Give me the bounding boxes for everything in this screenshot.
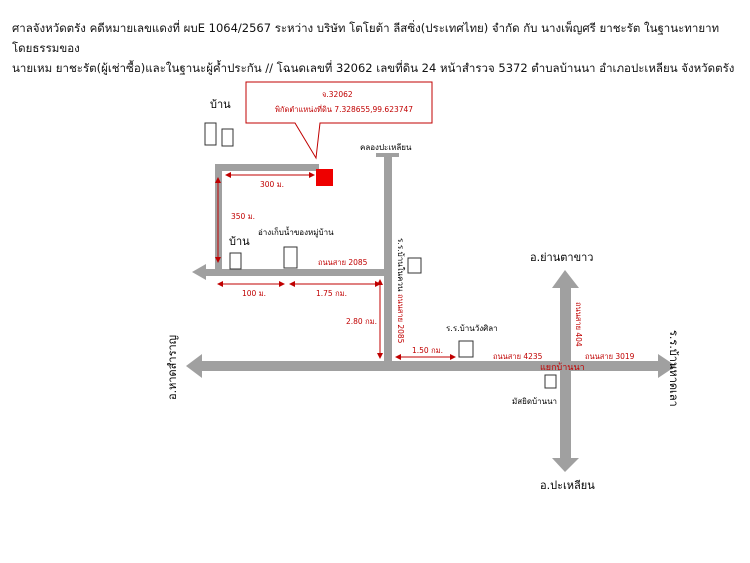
house-top-2 <box>221 128 234 147</box>
school-wang-sila <box>458 340 474 358</box>
header-line-2: นายเหม ยาชะรัต(ผู้เช่าซื้อ)และในฐานะผู้ค… <box>12 61 735 75</box>
canal-bridge-bar <box>376 153 399 157</box>
road-2085-horizontal <box>205 269 389 276</box>
mosque <box>544 374 557 389</box>
road-2085-h-label: ถนนสาย 2085 <box>318 258 368 267</box>
callout-coordinates: พิกัดตำแหน่งที่ดิน 7.328655,99.623747 <box>275 104 413 114</box>
road-404-label: ถนนสาย 404 <box>574 302 583 347</box>
dim-300m-label: 300 ม. <box>260 180 284 189</box>
road-2085-arrow-west <box>192 264 206 280</box>
road-404-arrow-north <box>552 270 579 288</box>
road-404-vertical <box>560 286 571 462</box>
location-callout <box>245 81 433 160</box>
house-top-1 <box>204 122 217 146</box>
main-road-arrow-west <box>186 354 202 378</box>
junction-label: แยกบ้านนา <box>540 362 585 373</box>
hat-samran-label: อ.หาดสำราญ <box>166 335 179 400</box>
dim-150km-label: 1.50 กม. <box>412 346 443 355</box>
road-404-arrow-south <box>552 458 579 472</box>
dim-175km-label: 1.75 กม. <box>316 289 347 298</box>
ya-tayao-label: อ.ย่านตาขาว <box>530 251 593 264</box>
school-hat-sao-label: ร.ร.บ้านหาดเลา <box>667 330 680 407</box>
water-tank-label: อ่างเก็บน้ำของหมู่บ้าน <box>258 226 334 238</box>
document-header: ศาลจังหวัดตรัง คดีหมายเลขแดงที่ ผบE 1064… <box>12 18 738 78</box>
water-tank <box>283 246 298 269</box>
house-left <box>229 252 242 270</box>
callout-deed-number: จ.32062 <box>322 90 353 99</box>
house-left-label: บ้าน <box>229 235 250 248</box>
road-2085-vertical <box>384 155 392 361</box>
land-plot-marker <box>316 169 333 186</box>
mosque-label: มัสยิดบ้านนา <box>512 397 557 406</box>
road-2085-v-label: ถนนสาย 2085 <box>396 294 405 344</box>
dim-280km-label: 2.80 กม. <box>346 317 377 326</box>
header-line-1: ศาลจังหวัดตรัง คดีหมายเลขแดงที่ ผบE 1064… <box>12 21 720 55</box>
school-ban-nai-khuan-label: ร.ร.บ้านในควน <box>396 238 405 292</box>
canal-label: คลองปะเหลียน <box>360 143 412 152</box>
school-wang-sila-label: ร.ร.บ้านวังศิลา <box>446 324 498 333</box>
road-3019-label: ถนนสาย 3019 <box>585 352 635 361</box>
dim-350m-label: 350 ม. <box>231 212 255 221</box>
main-road-arrow-east <box>658 354 676 378</box>
house-top-label: บ้าน <box>210 98 231 111</box>
school-ban-nai-khuan <box>407 257 422 274</box>
side-road-horizontal <box>215 164 319 171</box>
dim-100m-label: 100 ม. <box>242 289 266 298</box>
road-4235-label: ถนนสาย 4235 <box>493 352 543 361</box>
palian-label: อ.ปะเหลียน <box>540 479 595 492</box>
main-horizontal-road <box>200 361 660 371</box>
